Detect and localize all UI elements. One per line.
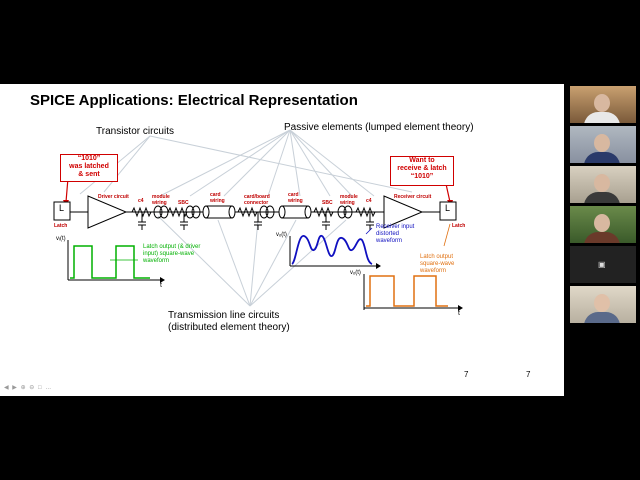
transistor-circuits-label: Transistor circuits xyxy=(96,126,174,137)
circuit-diagram xyxy=(53,129,463,311)
latched-sent-box: “1010” was latched & sent xyxy=(60,154,118,182)
driver-amplifier xyxy=(87,195,128,229)
latch-right-label: Latch xyxy=(452,223,466,229)
latch-left-symbol xyxy=(53,201,71,221)
shared-slide: SPICE Applications: Electrical Represent… xyxy=(0,84,564,396)
card-wiring-right-label: card wiring xyxy=(288,192,303,204)
box-right-line-1: Want to xyxy=(409,157,435,164)
latch-right-note-2: square-wave xyxy=(420,261,455,267)
receiver-note-2: distorted xyxy=(376,231,400,237)
want-receive-box: Want to receive & latch “1010” xyxy=(390,156,454,186)
cardboard-connector-label: card/board connector xyxy=(244,194,270,206)
receiver-input-waveform xyxy=(289,227,381,269)
participant-tile-1[interactable] xyxy=(570,86,636,123)
passive-elements-label: Passive elements (lumped element theory) xyxy=(284,122,474,133)
box-left-line-2: was latched xyxy=(69,163,109,170)
participant-tile-4[interactable] xyxy=(570,206,636,243)
receiver-input-note: Receiver input distorted waveform xyxy=(376,224,414,245)
driver-label: Driver circuit xyxy=(98,194,129,200)
t-label-right: t xyxy=(458,310,460,317)
receiver-note-1: Receiver input xyxy=(376,224,415,230)
latch-right-output-waveform xyxy=(363,223,463,311)
latch-output-note: Latch output (& driver input) square-wav… xyxy=(143,244,200,265)
latch-output-waveform xyxy=(67,240,165,283)
vi-axis-label: vᵢ(t) xyxy=(56,236,66,242)
participant-tile-2[interactable] xyxy=(570,126,636,163)
video-off-icon: ▣ xyxy=(598,260,606,269)
sbc-right-label: SBC xyxy=(322,200,333,206)
latch-right-note-3: waveform xyxy=(420,268,447,274)
sbc-left-label: SBC xyxy=(178,200,189,206)
box-right-line-2: receive & latch xyxy=(397,165,447,172)
receiver-amplifier xyxy=(383,195,424,229)
latch-right-symbol xyxy=(439,201,457,221)
participant-gallery: ▣ xyxy=(566,84,640,396)
receiver-note-3: waveform xyxy=(376,238,403,244)
box-left-line-3: & sent xyxy=(78,171,100,178)
c4-left-label: c4 xyxy=(138,198,144,204)
card-wiring-left-label: card wiring xyxy=(210,192,225,204)
vo-axis-label: vₒ(t) xyxy=(276,232,287,238)
module-wiring-left-label: module wiring xyxy=(152,194,170,206)
latch-right-note-1: Latch output xyxy=(420,254,454,260)
latch-output-note-2: input) square-wave xyxy=(143,251,195,257)
box-left-line-1: “1010” xyxy=(77,155,101,162)
receiver-label: Receiver circuit xyxy=(394,194,432,200)
latch-right-output-note: Latch output square-wave waveform xyxy=(420,254,454,275)
latch-left-label: Latch xyxy=(54,223,68,229)
page-number-1: 7 xyxy=(464,370,469,379)
module-wiring-right-label: module wiring xyxy=(340,194,358,206)
latch-left-letter: L xyxy=(59,203,65,213)
participant-tile-5[interactable]: ▣ xyxy=(570,246,636,283)
page-number-2: 7 xyxy=(526,370,531,379)
slide-controls[interactable]: ◀ ▶ ⊕ ⊖ □ … xyxy=(4,385,53,391)
vd-axis-label: vₒ(t) xyxy=(350,270,361,276)
participant-tile-6[interactable] xyxy=(570,286,636,323)
box-right-line-3: “1010” xyxy=(410,173,434,180)
transmission-line-label: Transmission line circuits xyxy=(168,310,280,321)
distributed-element-label: (distributed element theory) xyxy=(168,322,290,333)
latch-right-letter: L xyxy=(445,203,451,213)
latch-output-note-1: Latch output (& driver xyxy=(143,244,201,250)
t-label-left: t xyxy=(160,282,162,289)
latch-output-note-3: waveform xyxy=(143,258,170,264)
c4-right-label: c4 xyxy=(366,198,372,204)
slide-title: SPICE Applications: Electrical Represent… xyxy=(30,92,358,109)
participant-tile-3[interactable] xyxy=(570,166,636,203)
